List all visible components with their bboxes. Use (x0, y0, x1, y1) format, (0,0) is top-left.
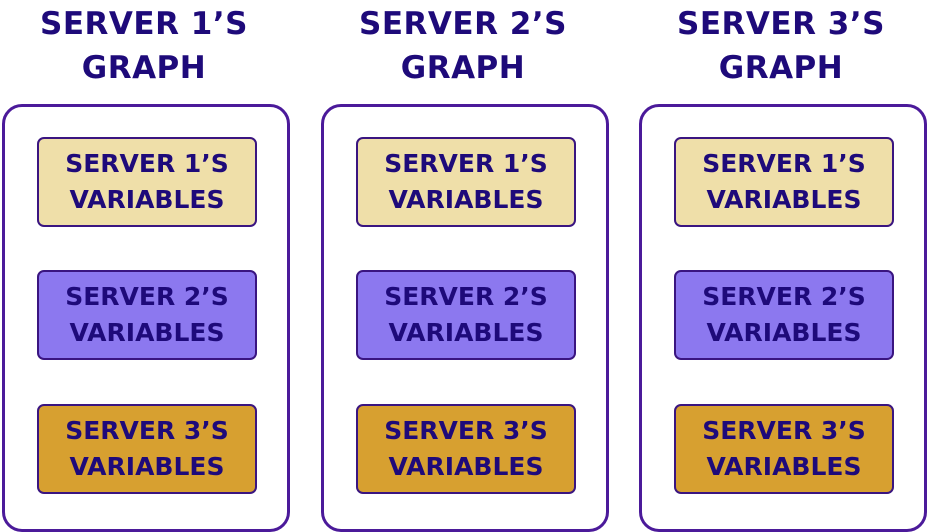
graph-box-server-2: SERVER 1’S VARIABLES SERVER 2’S VARIABLE… (321, 104, 609, 532)
variables-box-server-2: SERVER 2’S VARIABLES (37, 270, 257, 360)
graph-box-server-3: SERVER 1’S VARIABLES SERVER 2’S VARIABLE… (639, 104, 927, 532)
variables-box-server-1: SERVER 1’S VARIABLES (37, 137, 257, 227)
variables-box-server-2: SERVER 2’S VARIABLES (356, 270, 576, 360)
graph-box-server-1: SERVER 1’S VARIABLES SERVER 2’S VARIABLE… (2, 104, 290, 532)
variables-box-server-1: SERVER 1’S VARIABLES (674, 137, 894, 227)
variables-box-server-3: SERVER 3’S VARIABLES (37, 404, 257, 494)
variables-box-server-3: SERVER 3’S VARIABLES (356, 404, 576, 494)
graph-title-server-2: SERVER 2’S GRAPH (359, 6, 567, 86)
variables-box-server-1: SERVER 1’S VARIABLES (356, 137, 576, 227)
graph-title-server-3: SERVER 3’S GRAPH (677, 6, 885, 86)
graph-title-server-1: SERVER 1’S GRAPH (40, 6, 248, 86)
variables-box-server-2: SERVER 2’S VARIABLES (674, 270, 894, 360)
variables-box-server-3: SERVER 3’S VARIABLES (674, 404, 894, 494)
